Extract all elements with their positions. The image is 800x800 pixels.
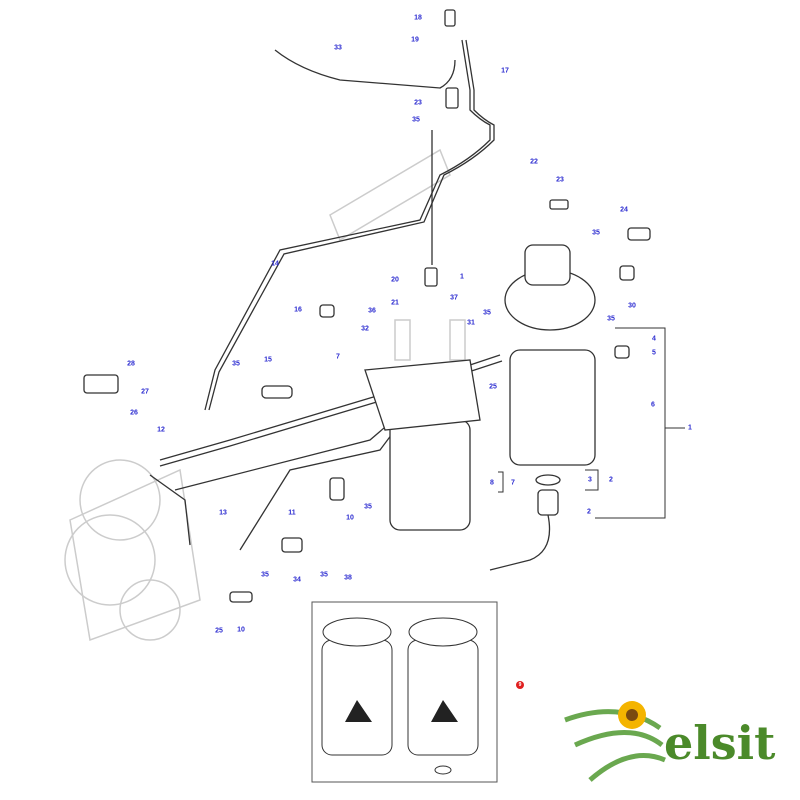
callout-25[interactable]: 25 <box>489 383 497 391</box>
callout-35[interactable]: 35 <box>364 503 372 511</box>
callout-19[interactable]: 19 <box>411 36 419 44</box>
callout-3[interactable]: 3 <box>588 476 592 484</box>
callout-28[interactable]: 28 <box>127 360 135 368</box>
callout-35[interactable]: 35 <box>412 116 420 124</box>
callout-2[interactable]: 2 <box>609 476 613 484</box>
callout-1[interactable]: 1 <box>688 424 692 432</box>
callout-1[interactable]: 1 <box>460 273 464 281</box>
callout-36[interactable]: 36 <box>368 307 376 315</box>
kit-badge-dot <box>516 681 524 689</box>
callout-10[interactable]: 10 <box>237 626 245 634</box>
callout-16[interactable]: 16 <box>294 306 302 314</box>
callout-7[interactable]: 7 <box>511 479 515 487</box>
callout-26[interactable]: 26 <box>130 409 138 417</box>
callout-7[interactable]: 7 <box>336 353 340 361</box>
callout-6[interactable]: 6 <box>651 401 655 409</box>
callout-31[interactable]: 31 <box>467 319 475 327</box>
callout-37[interactable]: 37 <box>450 294 458 302</box>
callout-23[interactable]: 23 <box>414 99 422 107</box>
callout-13[interactable]: 13 <box>219 509 227 517</box>
callout-15[interactable]: 15 <box>264 356 272 364</box>
brand-logo: elsit <box>664 716 776 770</box>
logo-graphic <box>564 701 666 782</box>
callout-24[interactable]: 24 <box>620 206 628 214</box>
callout-23[interactable]: 23 <box>556 176 564 184</box>
callout-32[interactable]: 32 <box>361 325 369 333</box>
callout-25[interactable]: 25 <box>215 627 223 635</box>
callout-27[interactable]: 27 <box>141 388 149 396</box>
callout-4[interactable]: 4 <box>652 335 656 343</box>
callout-35[interactable]: 35 <box>607 315 615 323</box>
filters <box>83 9 651 603</box>
callout-35[interactable]: 35 <box>261 571 269 579</box>
callout-33[interactable]: 33 <box>334 44 342 52</box>
bracket-lines <box>498 327 685 519</box>
callout-5[interactable]: 5 <box>652 349 656 357</box>
kit-badge[interactable]: 9 <box>518 682 522 688</box>
callout-18[interactable]: 18 <box>414 14 422 22</box>
callout-2[interactable]: 2 <box>587 508 591 516</box>
callout-30[interactable]: 30 <box>628 302 636 310</box>
callout-34[interactable]: 34 <box>293 576 301 584</box>
callout-12[interactable]: 12 <box>157 426 165 434</box>
callout-14[interactable]: 14 <box>271 260 279 268</box>
callout-11[interactable]: 11 <box>288 509 296 517</box>
callout-8[interactable]: 8 <box>490 479 494 487</box>
callout-35[interactable]: 35 <box>592 229 600 237</box>
callout-35[interactable]: 35 <box>232 360 240 368</box>
callout-38[interactable]: 38 <box>344 574 352 582</box>
callout-35[interactable]: 35 <box>320 571 328 579</box>
ghost-engine-parts <box>64 148 466 642</box>
callout-10[interactable]: 10 <box>346 514 354 522</box>
callout-20[interactable]: 20 <box>391 276 399 284</box>
kit-box <box>311 601 498 783</box>
callout-35[interactable]: 35 <box>483 309 491 317</box>
callout-17[interactable]: 17 <box>501 67 509 75</box>
callout-21[interactable]: 21 <box>391 299 399 307</box>
callout-22[interactable]: 22 <box>530 158 538 166</box>
